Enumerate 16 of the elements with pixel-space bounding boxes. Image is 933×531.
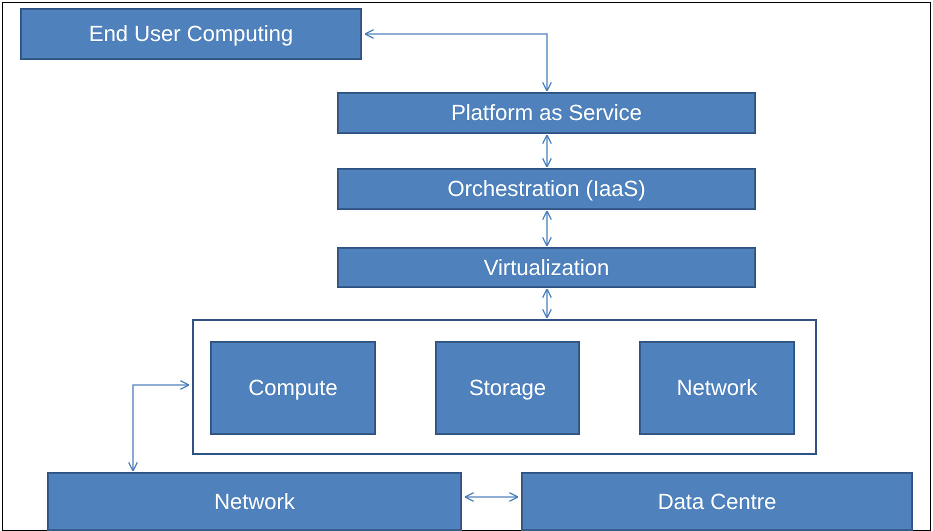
arrow	[542, 210, 552, 247]
process-box: Network	[639, 341, 795, 435]
arrow	[364, 28, 552, 92]
process-box: Storage	[435, 341, 580, 435]
process-box: Platform as Service	[337, 92, 756, 134]
arrow	[128, 380, 190, 472]
process-box: End User Computing	[20, 8, 362, 60]
arrow	[542, 134, 552, 168]
arrow	[542, 288, 552, 319]
process-box: Virtualization	[337, 247, 756, 288]
process-box: Compute	[210, 341, 376, 435]
process-box: Network	[47, 472, 462, 531]
process-box: Data Centre	[521, 472, 913, 531]
arrow	[464, 492, 519, 502]
process-box: Orchestration (IaaS)	[337, 168, 756, 210]
group-box	[192, 319, 817, 455]
